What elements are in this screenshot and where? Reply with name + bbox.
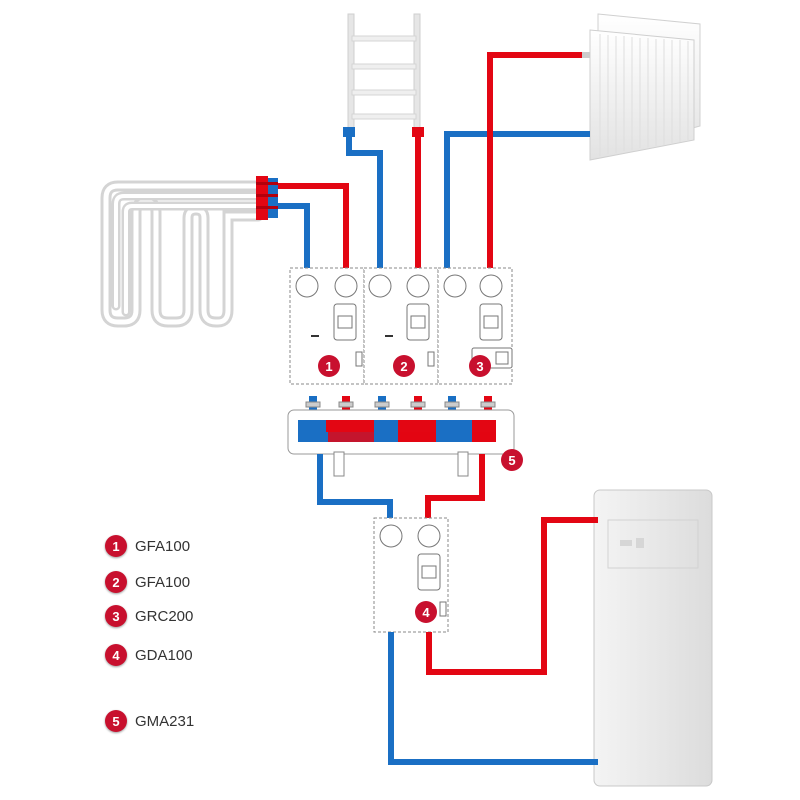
legend-badge-1: 1 [105, 535, 127, 557]
badge-5-label: 5 [508, 453, 515, 468]
legend-badge-5: 5 [105, 710, 127, 732]
badge-1-label: 1 [325, 359, 332, 374]
badge-1: 1 [318, 355, 340, 377]
badge-4: 4 [415, 601, 437, 623]
badge-4-label: 4 [422, 605, 430, 620]
legend-badge-2: 2 [105, 571, 127, 593]
badge-2-label: 2 [400, 359, 407, 374]
legend-label-2: GFA100 [135, 573, 191, 591]
underfloor-heating-coil-icon [100, 180, 264, 328]
manifold-header-gma231 [287, 409, 515, 477]
lower-pipes-mid [317, 454, 485, 520]
legend-item-3: 3 GRC200 [105, 605, 193, 627]
module-4-gda100 [373, 517, 449, 633]
lower-pipes-boiler [388, 517, 598, 765]
legend-item-1: 1 GFA100 [105, 535, 190, 557]
legend-item-5: 5 GMA231 [105, 710, 194, 732]
badges: 1 2 3 4 5 [318, 355, 523, 623]
legend-item-4: 4 GDA100 [105, 644, 193, 666]
legend-label-1: GFA100 [135, 537, 191, 555]
badge-5: 5 [501, 449, 523, 471]
legend: 1 GFA100 2 GFA100 3 GRC200 4 GDA100 5 GM… [105, 0, 305, 800]
towel-radiator-icon [343, 13, 424, 137]
badge-3: 3 [469, 355, 491, 377]
badge-3-label: 3 [476, 359, 483, 374]
upper-pipes [278, 52, 590, 272]
legend-badge-3: 3 [105, 605, 127, 627]
badge-2: 2 [393, 355, 415, 377]
legend-label-5: GMA231 [135, 712, 195, 730]
boiler-icon [593, 489, 713, 787]
underfloor-manifold [256, 176, 278, 220]
legend-label-3: GRC200 [135, 607, 194, 625]
legend-label-4: GDA100 [135, 646, 193, 664]
legend-badge-4: 4 [105, 644, 127, 666]
header-connectors [305, 396, 496, 416]
panel-radiator-icon [576, 13, 701, 161]
legend-item-2: 2 GFA100 [105, 571, 190, 593]
